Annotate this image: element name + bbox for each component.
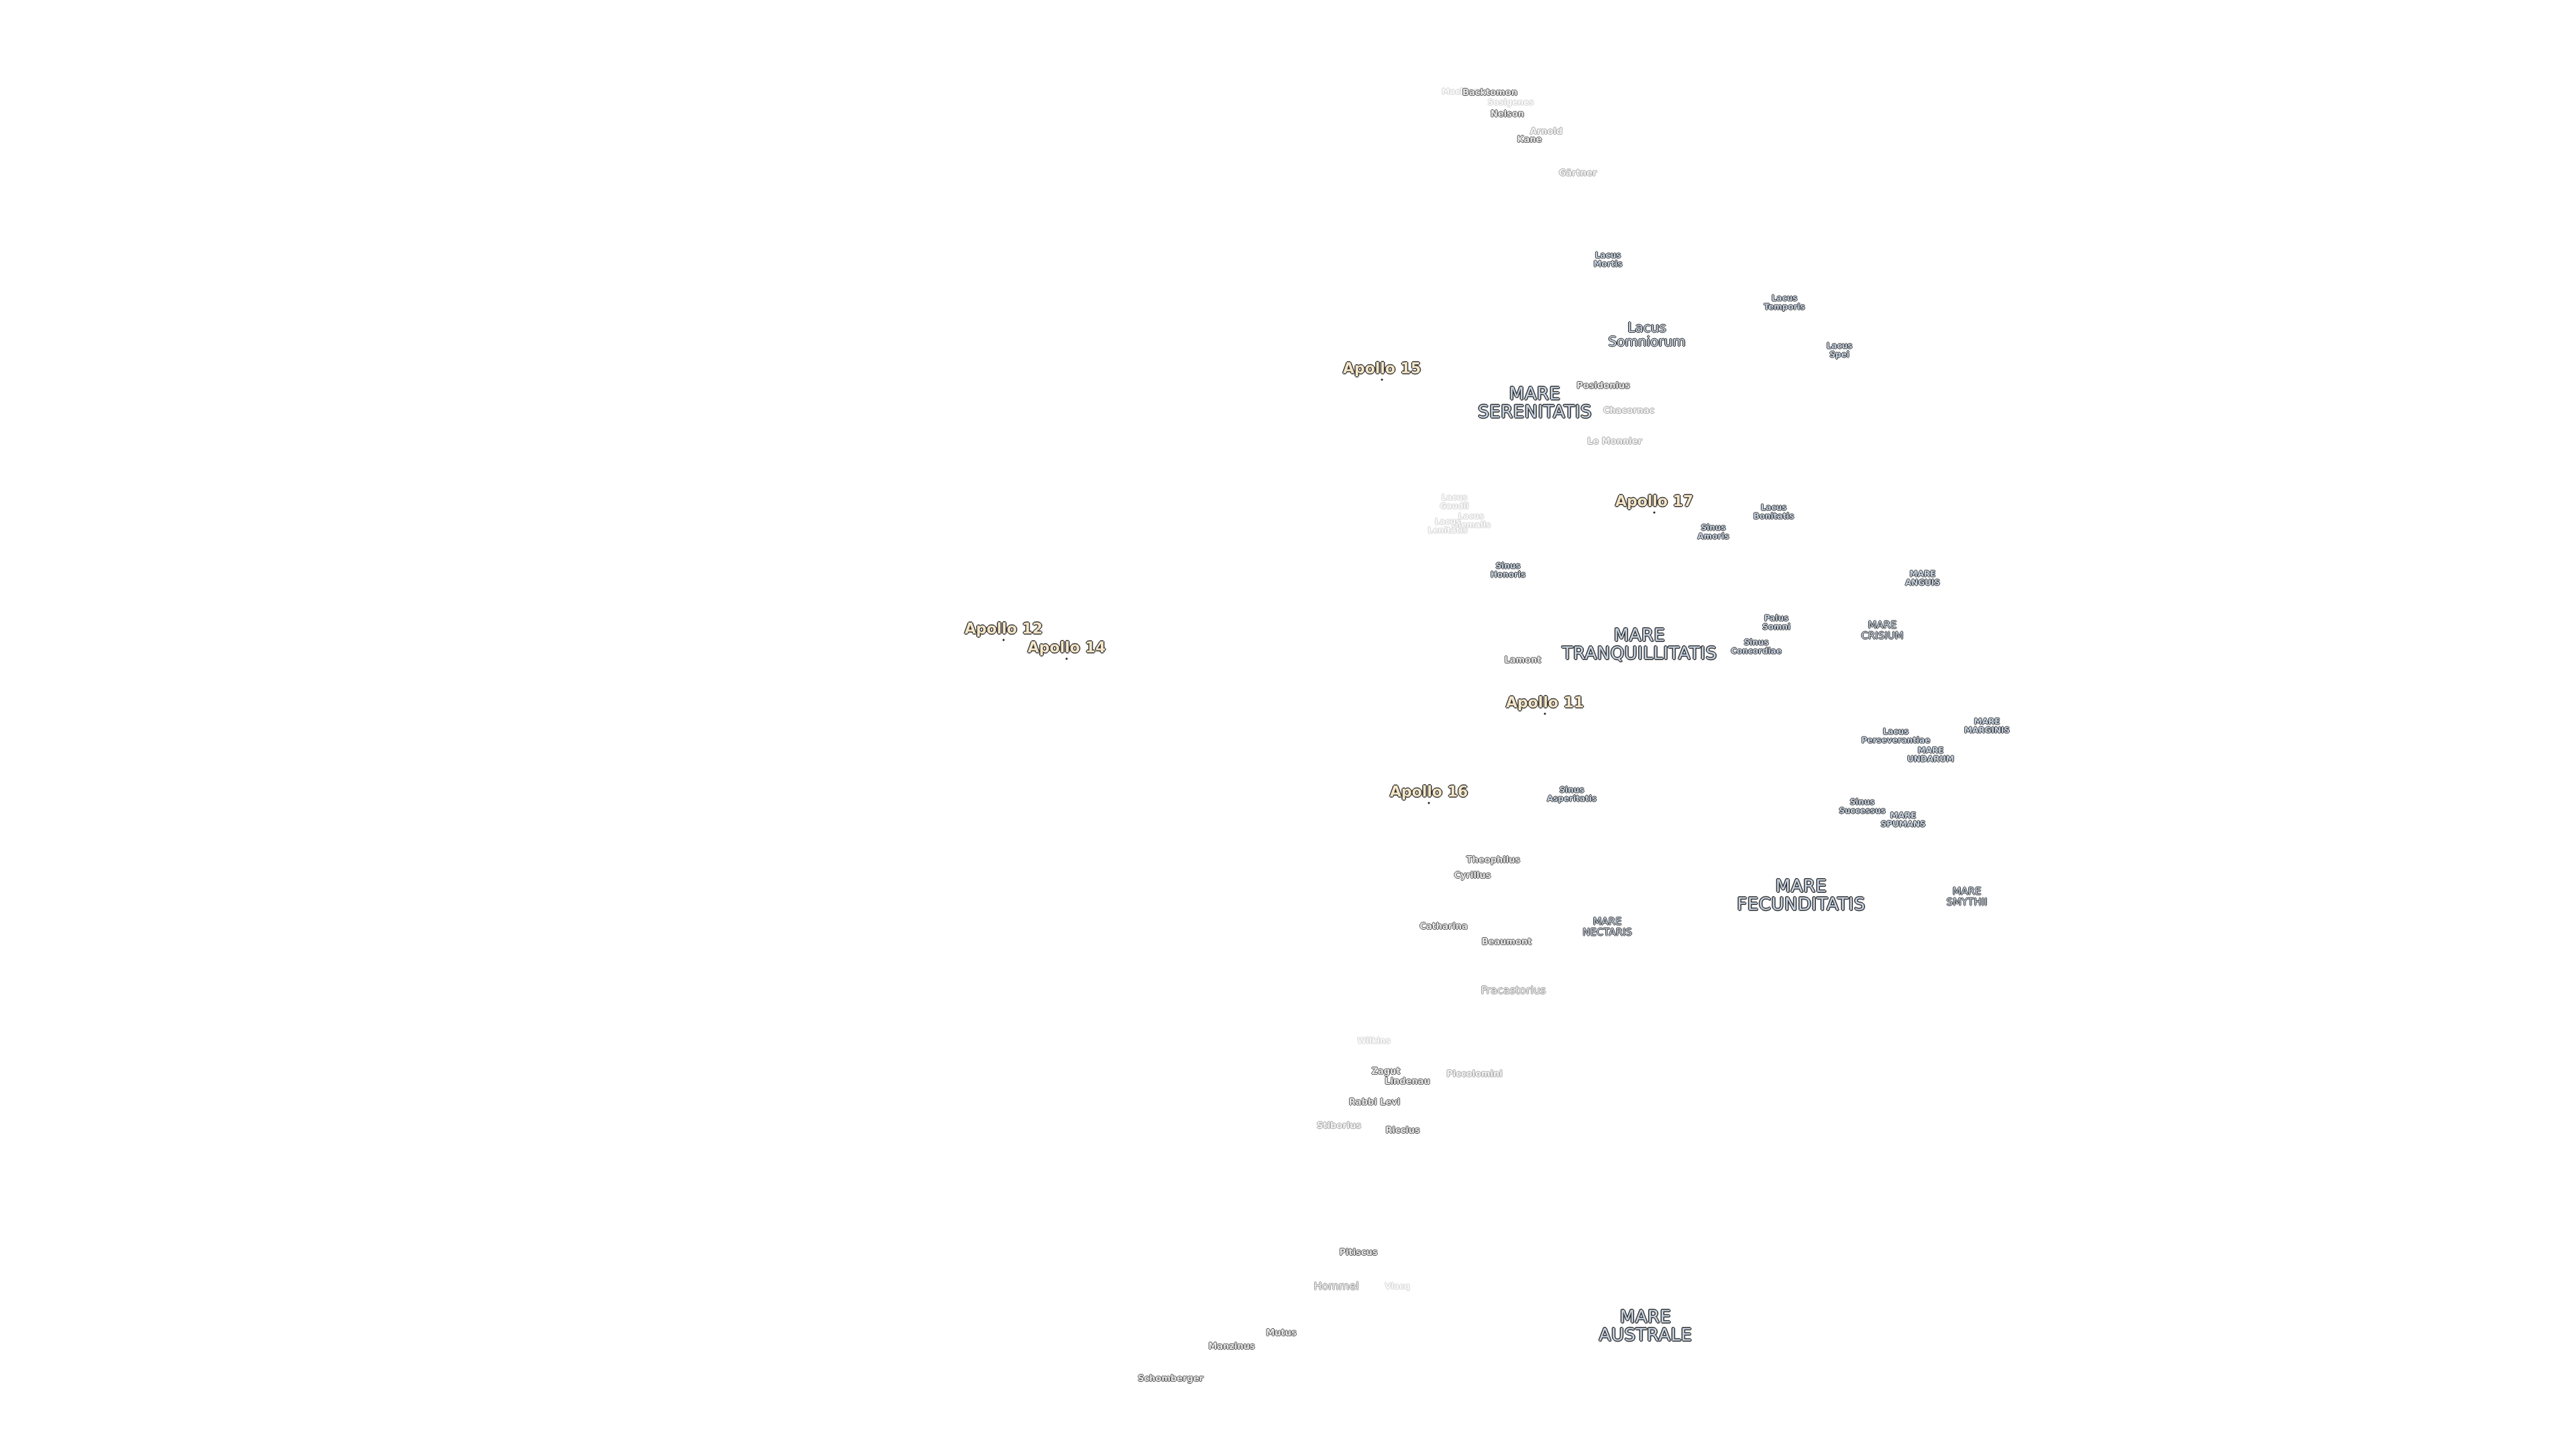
map-label-stiborius[interactable]: Stiborius <box>1316 1121 1362 1132</box>
map-label-nelson[interactable]: Nelson <box>1490 109 1525 120</box>
map-label-mare-smythii[interactable]: MARE SMYTHII <box>1946 885 1988 908</box>
map-label-pitiscus[interactable]: Pitiscus <box>1339 1248 1378 1258</box>
map-label-mare-anguis[interactable]: MARE ANGUIS <box>1904 569 1941 587</box>
map-label-maclear[interactable]: Maclear <box>1442 87 1478 97</box>
map-label-lindenau[interactable]: Lindenau <box>1385 1077 1430 1087</box>
apollo-site-label-apollo-12[interactable]: Apollo 12 <box>964 621 1043 638</box>
map-label-vlacq[interactable]: Vlacq <box>1385 1281 1410 1291</box>
apollo-landing-marker <box>1002 639 1005 641</box>
map-label-mare-australe[interactable]: MARE AUSTRALE <box>1599 1307 1693 1346</box>
map-label-sinus-concordiae[interactable]: Sinus Concordiae <box>1731 637 1782 655</box>
map-label-sosigenes[interactable]: Sosigenes <box>1487 97 1534 107</box>
map-label-theophilus[interactable]: Theophilus <box>1466 855 1521 866</box>
map-label-riccius[interactable]: Riccius <box>1385 1126 1420 1136</box>
map-label-kane[interactable]: Kane <box>1517 135 1542 146</box>
apollo-landing-marker <box>1428 802 1430 804</box>
apollo-landing-marker <box>1544 712 1546 715</box>
map-label-backtomon[interactable]: Backtomon <box>1462 88 1517 99</box>
map-label-beaumont[interactable]: Beaumont <box>1481 937 1532 948</box>
apollo-landing-marker <box>1381 378 1383 381</box>
map-label-mare-serenitatis[interactable]: MARE SERENITATIS <box>1478 384 1592 423</box>
map-label-mare-marginis[interactable]: MARE MARGINIS <box>1964 716 2010 735</box>
apollo-site-label-apollo-11[interactable]: Apollo 11 <box>1505 694 1585 712</box>
apollo-landing-marker <box>1065 657 1068 660</box>
map-label-sinus-successus[interactable]: Sinus Successus <box>1839 797 1886 815</box>
map-label-manzinus[interactable]: Manzinus <box>1208 1342 1255 1352</box>
map-label-mare-tranquillitatis[interactable]: MARE TRANQUILLITATIS <box>1562 625 1717 664</box>
map-label-cyrillus[interactable]: Cyrillus <box>1454 871 1491 881</box>
apollo-site-label-apollo-15[interactable]: Apollo 15 <box>1342 360 1421 378</box>
map-label-mare-fecunditatis[interactable]: MARE FECUNDITATIS <box>1737 876 1866 915</box>
map-label-posidonius[interactable]: Posidonius <box>1576 381 1630 392</box>
map-label-sinus-amoris[interactable]: Sinus Amoris <box>1697 523 1729 541</box>
map-label-mare-spumans[interactable]: MARE SPUMANS <box>1880 810 1926 828</box>
map-label-lamont[interactable]: Lamont <box>1504 655 1542 666</box>
map-label-piccolomini[interactable]: Piccolomini <box>1446 1069 1503 1080</box>
map-label-lacus-spei[interactable]: Lacus Spei <box>1826 341 1853 359</box>
map-label-mutus[interactable]: Mutus <box>1266 1328 1297 1339</box>
map-label-g-rtner[interactable]: Gärtner <box>1558 168 1597 179</box>
map-label-lacus-lenitatis[interactable]: Lacus Lenitatis <box>1428 517 1468 535</box>
map-label-lacus-hiemalis[interactable]: Lacus Hiemalis <box>1451 511 1491 529</box>
apollo-site-label-apollo-16[interactable]: Apollo 16 <box>1389 784 1468 801</box>
map-label-lacus-temporis[interactable]: Lacus Temporis <box>1764 293 1805 311</box>
map-label-schomberger[interactable]: Schomberger <box>1138 1374 1203 1385</box>
map-label-lacus-bonitatis[interactable]: Lacus Bonitatis <box>1753 502 1794 521</box>
map-label-sinus-asperitatis[interactable]: Sinus Asperitatis <box>1546 785 1597 803</box>
map-label-lacus-perseverantiae[interactable]: Lacus Perseverantiae <box>1861 727 1931 745</box>
map-label-arnold[interactable]: Arnold <box>1529 127 1563 138</box>
map-label-sinus-honoris[interactable]: Sinus Honoris <box>1490 561 1526 579</box>
map-label-chacornac[interactable]: Chacornac <box>1603 406 1655 417</box>
map-label-fracastorius[interactable]: Fracastorius <box>1481 983 1546 997</box>
map-label-lacus-gaudii[interactable]: Lacus Gaudii <box>1440 492 1469 511</box>
map-label-lacus-somniorum[interactable]: Lacus Somniorum <box>1608 319 1686 350</box>
map-label-palus-somni[interactable]: Palus Somni <box>1762 613 1791 631</box>
apollo-site-label-apollo-17[interactable]: Apollo 17 <box>1615 493 1694 511</box>
map-label-hommel[interactable]: Hommel <box>1313 1279 1359 1293</box>
map-label-lacus-mortis[interactable]: Lacus Mortis <box>1593 250 1623 268</box>
map-label-le-monnier[interactable]: Le Monnier <box>1587 437 1642 447</box>
map-label-mare-nectaris[interactable]: MARE NECTARIS <box>1582 915 1632 938</box>
map-label-mare-undarum[interactable]: MARE UNDARUM <box>1907 745 1954 763</box>
apollo-landing-marker <box>1653 511 1656 514</box>
map-label-rabbi-levi[interactable]: Rabbi Levi <box>1348 1097 1401 1108</box>
map-label-wilkins[interactable]: Wilkins <box>1357 1036 1391 1046</box>
map-label-catharina[interactable]: Catharina <box>1419 922 1468 932</box>
apollo-site-label-apollo-14[interactable]: Apollo 14 <box>1027 639 1106 657</box>
map-label-zagut[interactable]: Zagut <box>1371 1067 1401 1077</box>
map-label-mare-crisium[interactable]: MARE CRISIUM <box>1861 619 1904 641</box>
